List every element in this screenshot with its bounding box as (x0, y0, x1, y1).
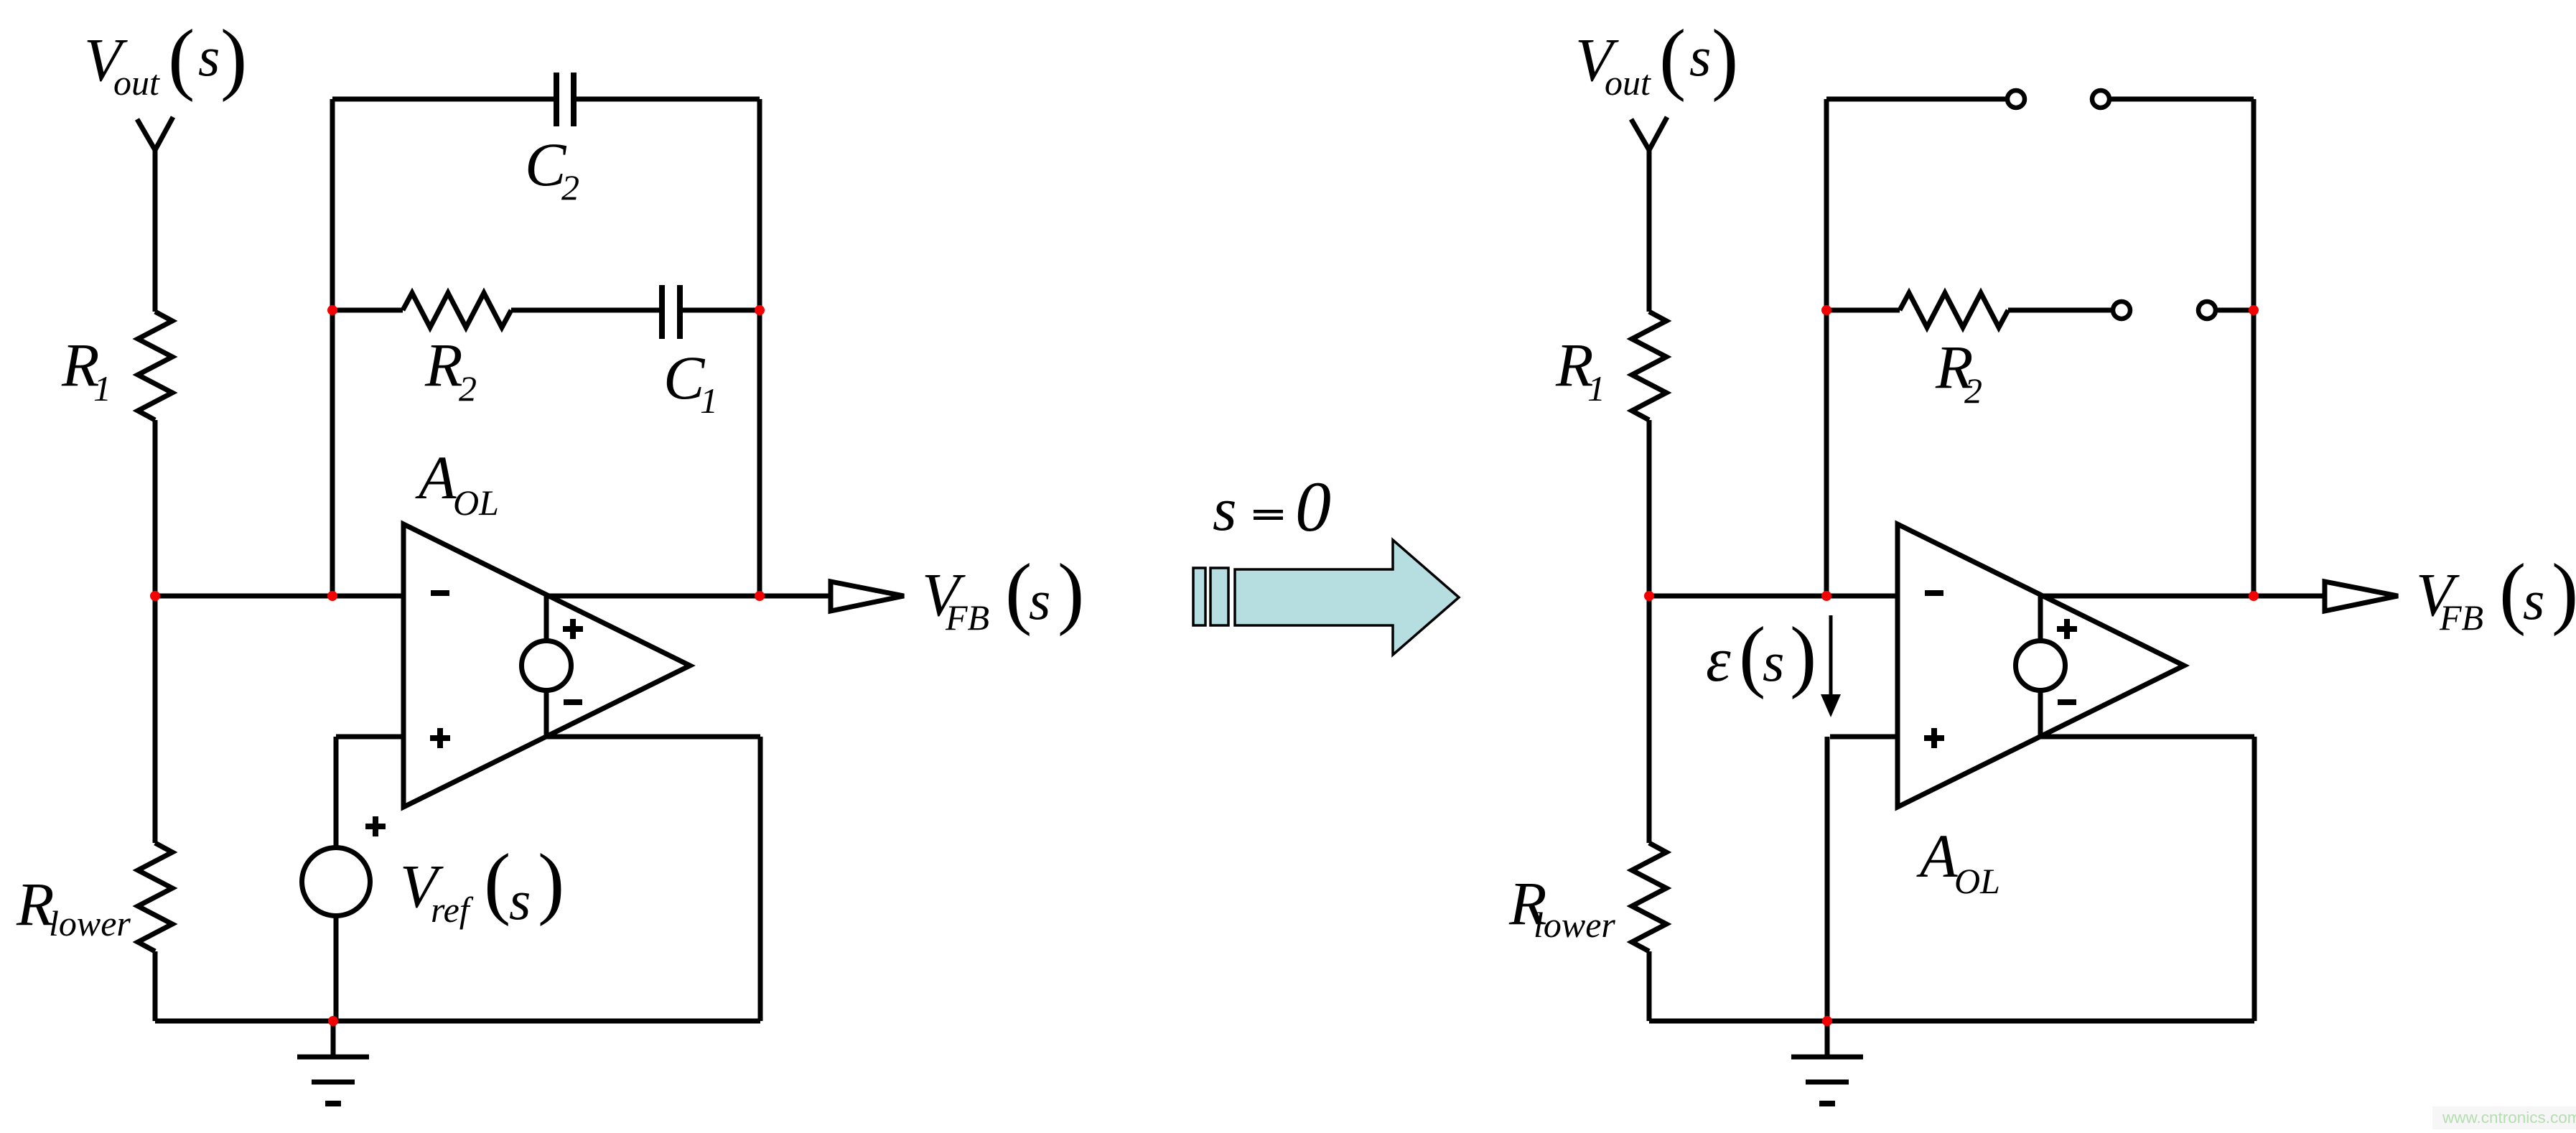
svg-text:ref: ref (431, 890, 474, 930)
svg-text:2: 2 (459, 368, 477, 409)
svg-text:(: ( (1739, 611, 1765, 700)
svg-text:1: 1 (1587, 368, 1605, 409)
svg-text:): ) (1712, 14, 1738, 103)
svg-text:V: V (1575, 25, 1619, 94)
svg-text:R: R (424, 330, 463, 399)
svg-text:lower: lower (1534, 905, 1615, 945)
svg-text:FB: FB (945, 597, 989, 638)
svg-text:2: 2 (1964, 370, 1982, 411)
svg-text:C: C (525, 130, 567, 199)
svg-text:s: s (1763, 630, 1784, 693)
svg-text:ε: ε (1706, 625, 1731, 695)
svg-text:V: V (84, 25, 128, 94)
svg-text:lower: lower (49, 903, 131, 943)
svg-text:s: s (2523, 569, 2544, 631)
svg-text:2: 2 (561, 167, 579, 208)
svg-text:OL: OL (453, 482, 499, 523)
svg-text:0: 0 (1295, 467, 1331, 546)
svg-text:): ) (1058, 548, 1084, 637)
svg-text:V: V (2416, 560, 2460, 629)
svg-text:R: R (61, 330, 100, 399)
svg-text:s: s (1213, 475, 1236, 544)
svg-text:): ) (1790, 611, 1816, 700)
svg-text:C: C (663, 343, 706, 412)
svg-text:s: s (509, 869, 531, 931)
svg-text:s: s (198, 25, 220, 88)
svg-text:s: s (1029, 569, 1050, 631)
svg-text:A: A (1916, 821, 1958, 890)
svg-text:(: ( (1005, 548, 1032, 637)
svg-text:1: 1 (700, 381, 718, 421)
svg-text:FB: FB (2439, 597, 2483, 638)
svg-text:www.cntronics.com: www.cntronics.com (2442, 1109, 2576, 1127)
svg-text:R: R (1508, 869, 1547, 938)
svg-text:1: 1 (93, 368, 111, 409)
svg-text:(: ( (484, 838, 510, 927)
svg-text:): ) (2552, 548, 2576, 637)
svg-text:R: R (16, 869, 55, 938)
svg-text:(: ( (2499, 548, 2526, 637)
svg-text:R: R (1555, 330, 1594, 399)
svg-text:R: R (1935, 332, 1974, 401)
svg-text:): ) (220, 14, 247, 103)
svg-text:out: out (1605, 62, 1651, 103)
svg-text:A: A (415, 443, 457, 512)
svg-text:): ) (538, 838, 564, 927)
svg-text:out: out (113, 62, 160, 103)
svg-text:V: V (922, 560, 966, 629)
svg-text:s: s (1689, 25, 1711, 88)
svg-text:(: ( (1659, 14, 1686, 103)
svg-text:OL: OL (1954, 861, 2000, 901)
svg-text:(: ( (168, 14, 195, 103)
svg-text:V: V (400, 852, 444, 920)
